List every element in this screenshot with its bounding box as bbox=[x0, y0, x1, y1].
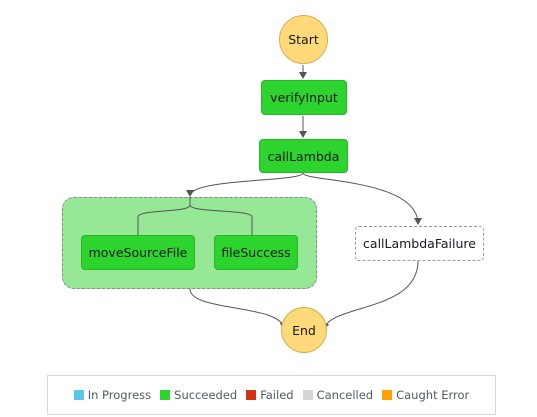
filesuccess-state[interactable]: fileSuccess bbox=[214, 235, 298, 270]
legend-swatch-failed bbox=[246, 390, 257, 400]
legend-label-failed: Failed bbox=[260, 388, 294, 402]
filesuccess-label: fileSuccess bbox=[221, 245, 291, 260]
calllambdafailure-state[interactable]: callLambdaFailure bbox=[355, 226, 484, 261]
verifyinput-label: verifyInput bbox=[270, 90, 338, 105]
end-node[interactable]: End bbox=[281, 307, 327, 353]
legend-item-cancelled: Cancelled bbox=[302, 388, 374, 402]
legend-item-succeeded: Succeeded bbox=[160, 388, 237, 402]
calllambdafailure-label: callLambdaFailure bbox=[363, 236, 476, 251]
edge-failure-to-end bbox=[321, 260, 419, 330]
legend-swatch-in-progress bbox=[73, 390, 84, 400]
start-node[interactable]: Start bbox=[279, 15, 328, 64]
start-node-label: Start bbox=[288, 32, 319, 47]
status-legend: In Progress Succeeded Failed Cancelled C… bbox=[47, 375, 496, 415]
edge-parallel-to-end bbox=[189, 288, 288, 330]
legend-swatch-cancelled bbox=[302, 390, 313, 400]
legend-label-cancelled: Cancelled bbox=[316, 388, 374, 402]
legend-label-in-progress: In Progress bbox=[87, 388, 152, 402]
calllambda-state[interactable]: callLambda bbox=[259, 139, 348, 173]
legend-swatch-caught-error bbox=[382, 390, 393, 400]
edge-calllambda-to-failure bbox=[302, 172, 422, 225]
verifyinput-state[interactable]: verifyInput bbox=[261, 80, 347, 115]
legend-item-caught-error: Caught Error bbox=[382, 388, 469, 402]
legend-label-succeeded: Succeeded bbox=[174, 388, 238, 402]
legend-item-in-progress: In Progress bbox=[73, 388, 152, 402]
end-node-label: End bbox=[292, 322, 316, 338]
legend-swatch-succeeded bbox=[160, 390, 171, 400]
movesourcefile-label: moveSourceFile bbox=[88, 245, 188, 260]
legend-item-failed: Failed bbox=[246, 388, 294, 402]
movesourcefile-state[interactable]: moveSourceFile bbox=[81, 235, 195, 270]
legend-label-caught-error: Caught Error bbox=[396, 388, 470, 402]
edge-calllambda-to-parallel bbox=[186, 172, 304, 197]
calllambda-label: callLambda bbox=[267, 148, 340, 164]
parallel-branch-lines bbox=[137, 197, 253, 235]
